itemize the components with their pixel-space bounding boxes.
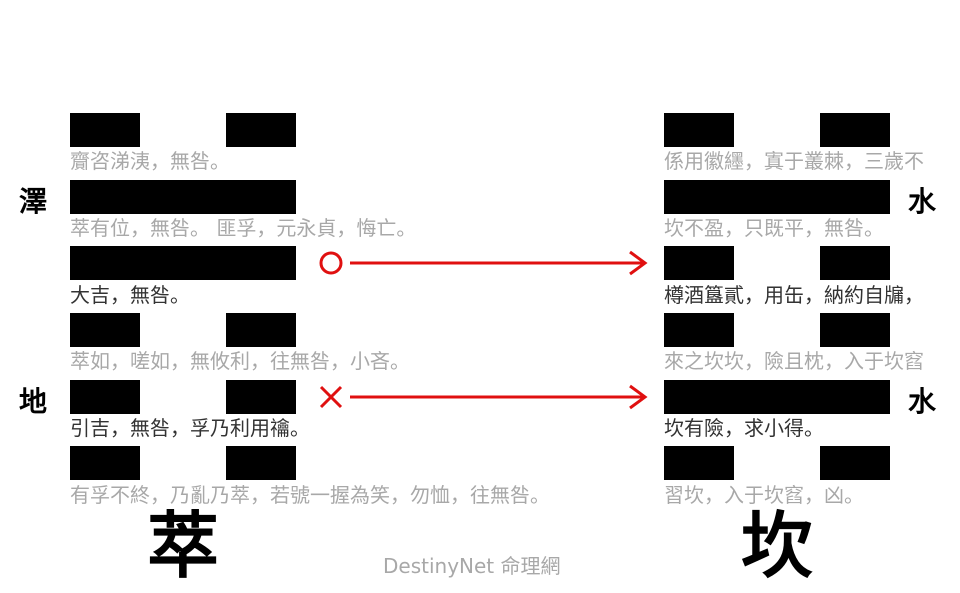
line-text: 係用徽纆，寘于叢棘，三歲不	[664, 149, 924, 173]
arrow-head-line-5	[629, 384, 648, 410]
line-text: 萃如，嗟如，無攸利，往無咎，小吝。	[70, 349, 410, 373]
right-hexagram-name: 坎	[741, 504, 814, 588]
yang-line	[70, 180, 296, 214]
yin-segment	[664, 246, 734, 280]
old-yang-circle-icon	[319, 251, 343, 275]
line-text: 來之坎坎，險且枕，入于坎窞	[664, 349, 924, 373]
yin-segment	[820, 113, 890, 147]
line-text: 坎不盈，只既平，無咎。	[664, 216, 884, 240]
yin-segment	[226, 113, 296, 147]
yin-segment	[664, 313, 734, 347]
left-upper-trigram: 澤	[19, 185, 48, 218]
line-text: 引吉，無咎，孚乃利用禴。	[70, 416, 310, 440]
right-lower-trigram: 水	[908, 385, 937, 418]
line-text: 坎有險，求小得。	[664, 416, 824, 440]
right-upper-trigram: 水	[908, 185, 937, 218]
yin-segment	[820, 446, 890, 480]
line-text: 樽酒簋貳，用缶，納約自牖，	[664, 283, 924, 307]
line-text: 萃有位，無咎。 匪孚，元永貞，悔亡。	[70, 216, 417, 240]
line-text: 有孚不終，乃亂乃萃，若號一握為笑，勿恤，往無咎。	[70, 483, 550, 507]
yin-segment	[664, 446, 734, 480]
yin-segment	[70, 380, 140, 414]
left-hexagram-name: 萃	[147, 504, 220, 588]
yang-line	[70, 246, 296, 280]
yin-segment	[70, 113, 140, 147]
yin-segment	[820, 313, 890, 347]
line-text: 習坎，入于坎窞，凶。	[664, 483, 864, 507]
line-text: 齎咨涕洟，無咎。	[70, 149, 230, 173]
old-yin-cross-icon	[319, 385, 343, 409]
yin-segment	[226, 313, 296, 347]
left-lower-trigram: 地	[19, 385, 48, 418]
yin-segment	[820, 246, 890, 280]
yin-segment	[664, 113, 734, 147]
credit-text: DestinyNet 命理網	[383, 554, 561, 578]
yang-line	[664, 180, 890, 214]
yin-segment	[226, 446, 296, 480]
line-text: 大吉，無咎。	[70, 283, 190, 307]
yin-segment	[70, 313, 140, 347]
yin-segment	[226, 380, 296, 414]
yin-segment	[70, 446, 140, 480]
arrow-head-line-3	[629, 250, 648, 276]
yang-line	[664, 380, 890, 414]
